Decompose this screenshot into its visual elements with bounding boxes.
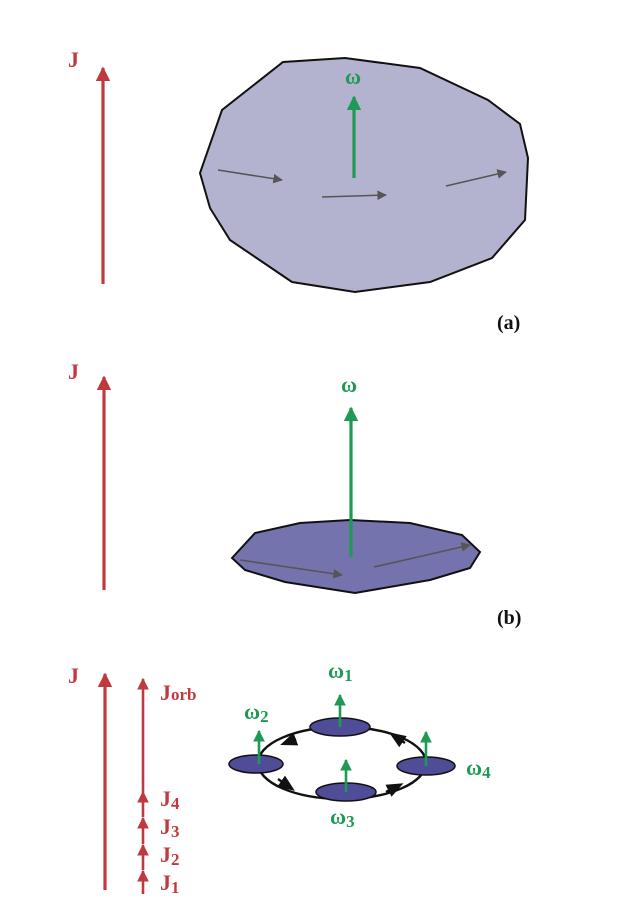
omega-label-b: ω <box>341 372 357 397</box>
omega3-label: ω3 <box>330 804 355 831</box>
rigid-body-b <box>230 518 482 595</box>
velocity-arrow-a-3 <box>445 169 507 187</box>
velocity-arrow-a-2 <box>321 190 387 201</box>
j-label-a: J <box>68 47 79 72</box>
caption-b: (b) <box>497 607 521 629</box>
omega2-label: ω2 <box>244 699 269 726</box>
body-2 <box>228 754 284 774</box>
velocity-arrow-a-1 <box>217 169 283 184</box>
orbit-direction-arrow-4 <box>389 732 407 748</box>
velocity-arrow-b-2 <box>373 542 471 568</box>
orbit-direction-arrow-3 <box>385 783 404 797</box>
omega-label-a: ω <box>345 64 361 89</box>
orbit-direction-arrow-1 <box>280 732 299 746</box>
rigid-body-a <box>198 56 530 294</box>
omega1-label: ω1 <box>328 658 353 685</box>
j1-label: J1 <box>160 870 180 897</box>
j-orb-label: Jorb <box>160 680 197 705</box>
panel-a: J ω (a) <box>68 47 530 334</box>
j2-label: J2 <box>160 842 180 869</box>
orbit-direction-arrow-2 <box>277 775 295 791</box>
j-label-b: J <box>68 359 79 384</box>
j3-label: J3 <box>160 814 180 841</box>
caption-a: (a) <box>497 312 520 334</box>
velocity-arrow-b-1 <box>239 559 343 579</box>
panel-b: J ω (b) <box>68 359 521 629</box>
j-label-c: J <box>68 663 79 688</box>
panel-c: J Jorb J4 J3 J2 J1 ω1 ω2 ω3 ω4 <box>68 658 491 897</box>
omega4-label: ω4 <box>466 755 491 782</box>
j4-label: J4 <box>160 786 180 813</box>
